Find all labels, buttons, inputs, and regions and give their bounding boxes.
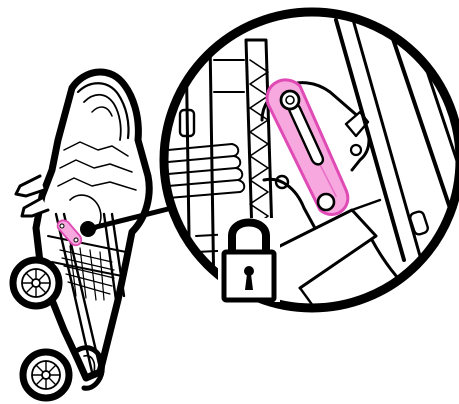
latch-pin (318, 194, 334, 210)
front-wheel (13, 260, 59, 306)
latch-pivot (281, 91, 299, 109)
rear-wheel (23, 352, 69, 398)
folded-stroller-illustration (13, 72, 149, 398)
padlock-icon (218, 218, 280, 302)
magnified-latch-detail (164, 12, 459, 310)
